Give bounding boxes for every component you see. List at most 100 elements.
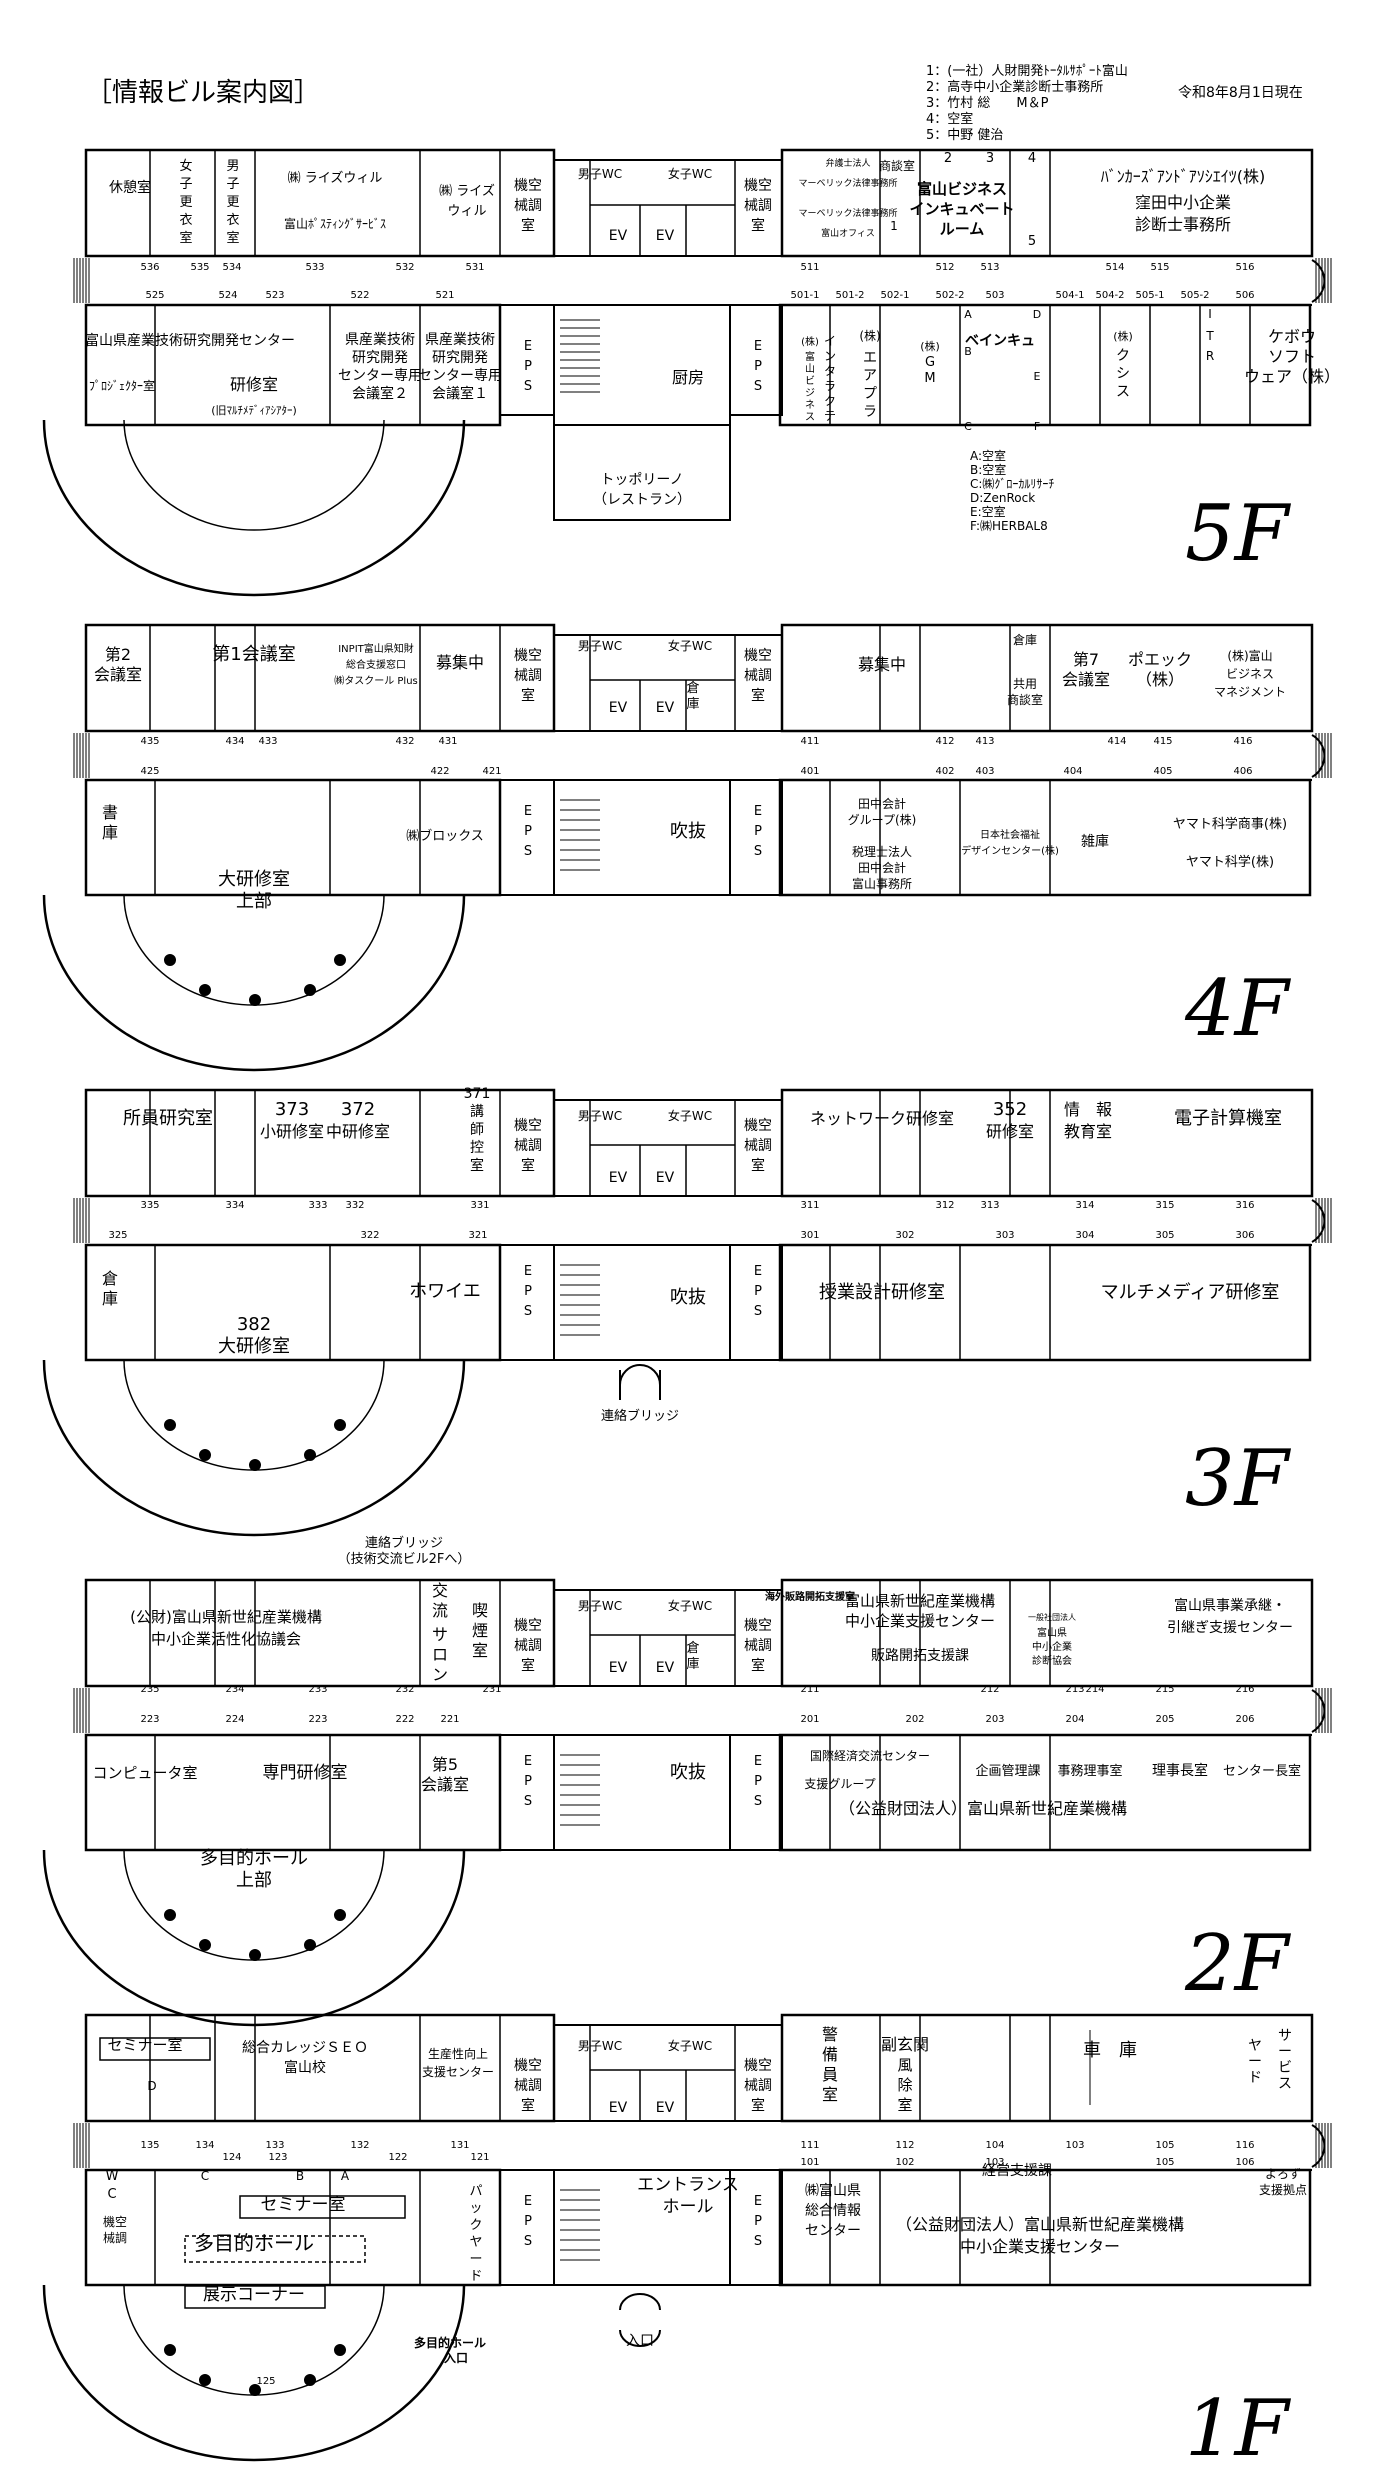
room-label: W [106,2169,119,2184]
room-number: 111 [800,2140,819,2151]
room-number: 406 [1233,766,1252,777]
room-label: ド [1248,2070,1262,2086]
floor-label: 2F [1184,1919,1292,2009]
room-label: デザインセンター(株) [961,844,1059,857]
room-number: 502-1 [880,290,909,301]
room-label: 5 [1028,234,1036,249]
room-number: 411 [800,736,819,747]
room-label: ヤ [469,2235,482,2250]
room-number: 203 [985,1714,1004,1725]
room-number: 433 [258,736,277,747]
room-label: タ [824,364,836,378]
room-label: シ [1116,366,1130,382]
room-label: 総合支援窓口 [346,658,406,671]
room-label: 中小企業活性化協議会 [151,1630,301,1648]
room-label: EV [609,1660,628,1676]
room-label: トッポリーノ [600,472,683,488]
column-dot [249,994,261,1006]
room-number: 532 [395,262,414,273]
room-outline [84,148,556,258]
room-label: センター専用 [418,368,502,384]
room-number: 536 [140,262,159,273]
hall-curve [42,894,466,1072]
room-label: センター長室 [1223,1763,1301,1779]
room-label: 控 [470,1140,484,1156]
room-label: 1 [890,219,898,233]
room-label: D [1033,308,1041,321]
wall-line [1311,1199,1326,1243]
room-label: マネジメント [1214,685,1286,699]
room-label: 多目的ホール [200,1848,308,1869]
room-label: 女子WC [668,2038,712,2053]
room-number: 124 [222,2152,241,2163]
room-number: 105 [1155,2140,1174,2151]
room-label: ン [824,349,836,363]
room-number: 531 [465,262,484,273]
room-label: 室 [470,1157,484,1174]
room-number: 505-1 [1135,290,1164,301]
room-label: 展示コーナー [203,2285,305,2305]
room-number: 505-2 [1180,290,1209,301]
room-label: 庫 [102,823,118,842]
room-label: ラ [824,379,836,393]
room-label: EV [656,1660,675,1676]
room-label: 副玄関 [881,2035,929,2054]
column-dot [164,2344,176,2356]
room-label: 室 [521,217,535,234]
room-label: (株) [1113,329,1133,343]
room-label: 女子WC [668,1598,712,1613]
room-outline [780,2013,1314,2123]
room-label: 械調 [514,1638,542,1654]
room-label: EV [656,2100,675,2116]
room-label: EV [609,2100,628,2116]
room-label: ク [469,2218,482,2233]
room-outline [553,1244,731,1361]
room-outline [778,778,1312,897]
room-label: ロ [432,1645,448,1664]
room-label: 富山県新世紀産業機構 [845,1592,995,1610]
room-label: 交 [432,1581,448,1600]
room-number: 204 [1065,1714,1084,1725]
room-label: 支援グループ [804,1777,875,1791]
room-outline [499,1734,555,1851]
room-label: E [754,1264,762,1279]
room-number: 216 [1235,1684,1254,1695]
room-label: B [964,345,972,358]
room-label: 書 [102,803,118,822]
room-number: 306 [1235,1230,1254,1241]
room-label: E [524,339,532,354]
tenant-note: 1：(一社）人財開発ﾄｰﾀﾙｻﾎﾟｰﾄ富山 [926,64,1128,79]
room-label: P [754,2214,762,2229]
room-label: C [201,2169,209,2183]
room-label: マーベリック法律事務所 [798,177,897,189]
room-label: 販路開拓支援課 [871,1648,969,1664]
room-number: 101 [800,2157,819,2168]
room-label: エ [863,350,877,366]
room-label: 械調 [514,668,542,684]
room-label: 研修室 [986,1122,1034,1141]
room-label: 室 [226,230,239,246]
room-label: (株) [801,335,819,348]
room-label: 中研修室 [326,1122,390,1141]
room-number: 523 [265,290,284,301]
room-label: A [964,308,972,321]
room-label: 室 [751,2097,765,2114]
room-label: EV [656,1170,675,1186]
room-label: 引継ぎ支援センター [1167,1620,1293,1636]
room-label: ヤマト科学商事(株) [1173,816,1287,832]
room-label: 男子WC [578,167,622,181]
room-label: ビジネス [1226,667,1274,681]
room-label: EV [609,1170,628,1186]
tenant-note: 4：空室 [926,112,974,127]
room-label: 第5 [432,1755,458,1774]
room-label: サ [1278,2028,1292,2044]
room-label: EV [656,700,675,716]
room-label: ケボウ [1268,327,1316,346]
room-label: （技術交流ビル2Fへ） [338,1551,471,1567]
tenant-note: 2：高寺中小企業診断士事務所 [926,80,1104,95]
room-number: 325 [108,1230,127,1241]
room-label: ビ [805,375,815,387]
room-label: E [754,804,762,819]
room-label: 専門研修室 [263,1763,348,1783]
room-label: 入口 [626,2333,654,2349]
